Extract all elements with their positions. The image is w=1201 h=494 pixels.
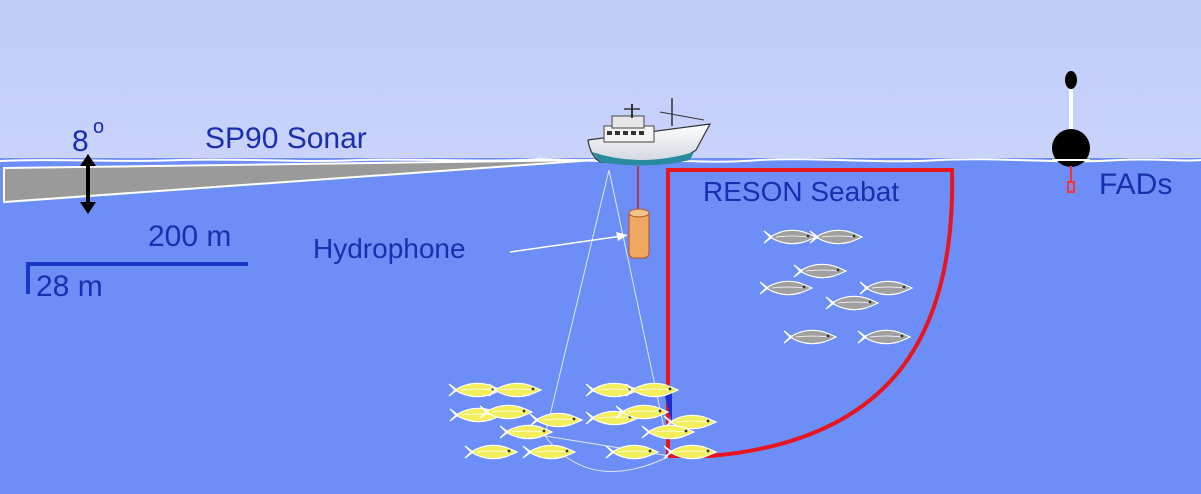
hydrophone-icon	[628, 208, 650, 259]
water	[0, 158, 1201, 494]
hydrophone-label: Hydrophone	[313, 233, 466, 264]
gray-fish-school	[759, 229, 914, 345]
seabat-beam-outline	[666, 168, 955, 458]
boat-icon	[587, 98, 712, 166]
fish-icon	[605, 444, 660, 460]
range-label: 200 m	[148, 220, 231, 253]
fish-icon	[857, 329, 912, 345]
fish-icon	[763, 229, 818, 245]
hydrophone-pointer	[509, 235, 623, 253]
fish-icon	[825, 295, 880, 311]
seabat-nadir-marker	[664, 392, 672, 424]
fish-icon	[625, 382, 680, 398]
fads-label: FADs	[1099, 168, 1172, 201]
yellow-fish-school	[448, 382, 718, 460]
sonar-label: SP90 Sonar	[205, 122, 367, 155]
hydrophone-pointer-head	[616, 232, 628, 241]
fish-icon	[663, 444, 718, 460]
sonar-beam	[3, 159, 596, 204]
fish-icon	[641, 424, 696, 440]
sky	[0, 0, 1201, 162]
beam-angle-arrow	[80, 154, 96, 214]
beam-angle-unit: o	[93, 116, 104, 138]
fish-icon	[783, 329, 838, 345]
hydrophone-beam	[544, 169, 671, 457]
depth-label: 28 m	[36, 270, 103, 303]
fish-icon	[479, 404, 534, 420]
fish-icon	[585, 382, 640, 398]
fish-icon	[499, 424, 554, 440]
fish-icon	[615, 404, 670, 420]
scale-bar	[26, 262, 248, 294]
fish-icon	[859, 280, 914, 296]
fish-icon	[809, 229, 864, 245]
beam-angle-value: 8	[72, 125, 89, 158]
fish-icon	[793, 263, 848, 279]
fish-icon	[522, 444, 577, 460]
buoy-icon	[1052, 71, 1090, 193]
fish-icon	[464, 444, 519, 460]
fish-icon	[488, 382, 543, 398]
fish-icon	[759, 280, 814, 296]
reson-label: RESON Seabat	[703, 176, 899, 207]
